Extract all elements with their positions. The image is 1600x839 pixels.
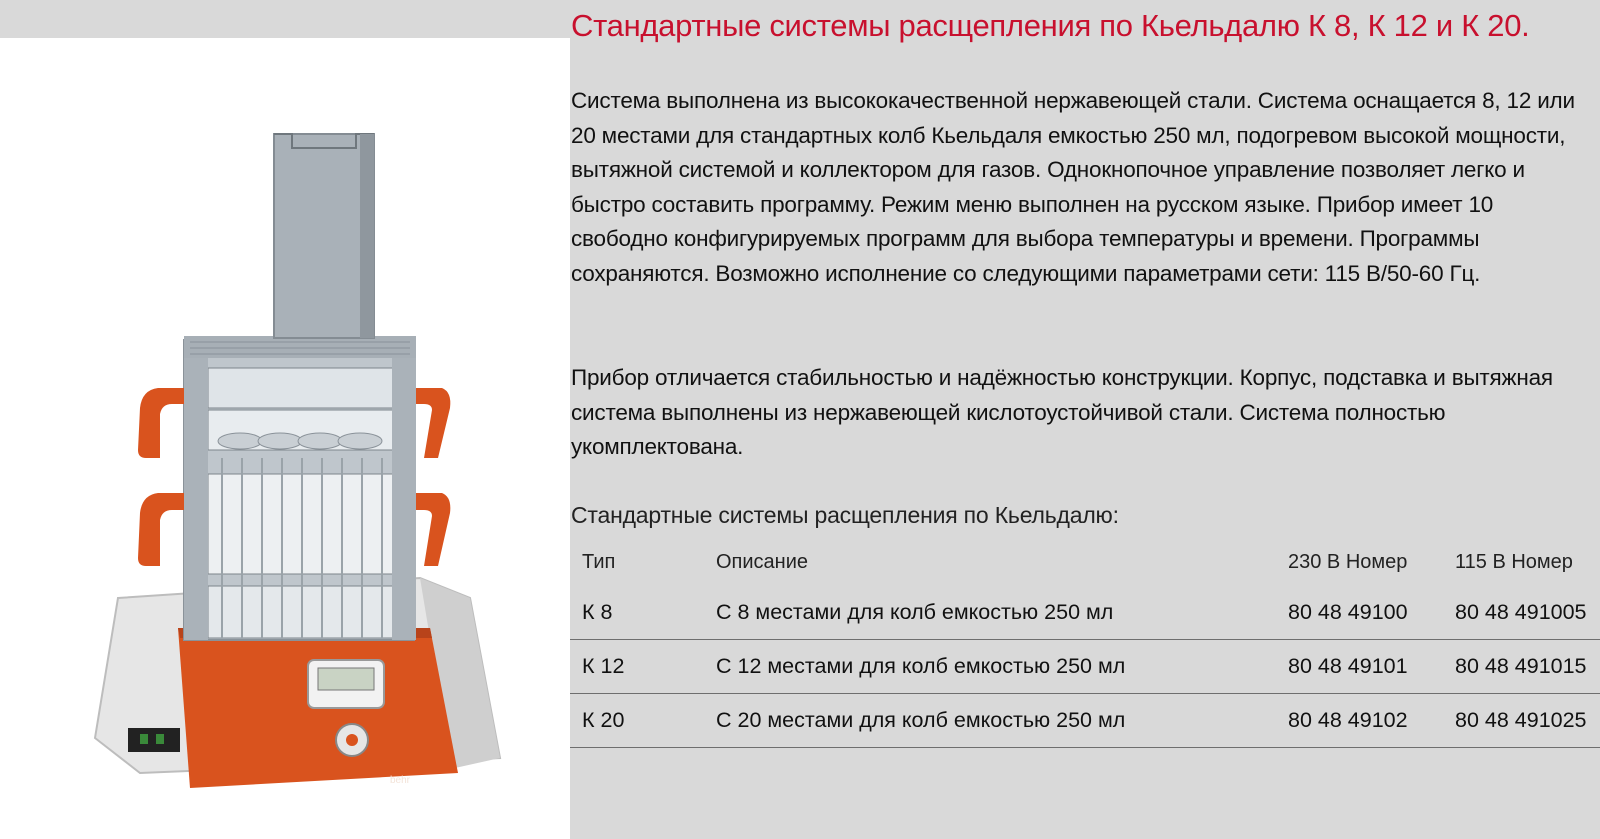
table-header-row: Тип Описание 230 В Номер 115 В Номер: [570, 538, 1600, 586]
table-heading: Стандартные системы расщепления по Кьель…: [571, 502, 1119, 528]
cell-description: С 8 местами для колб емкостью 250 мл: [704, 586, 1276, 640]
description-paragraph: Система выполнена из высококачественной …: [571, 88, 1575, 286]
cell-description: С 20 местами для колб емкостью 250 мл: [704, 693, 1276, 748]
kjeldahl-digestion-unit-icon: behr: [93, 133, 502, 788]
cell-type: К 20: [570, 693, 704, 748]
cell-type: К 12: [570, 639, 704, 694]
product-photo-panel: behr: [0, 38, 570, 839]
construction-paragraph: Прибор отличается стабильностью и надёжн…: [571, 365, 1553, 459]
table-row: К 12 С 12 местами для колб емкостью 250 …: [570, 639, 1600, 694]
cell-115v-number: 80 48 491005: [1443, 586, 1600, 640]
header-115v-number: 115 В Номер: [1455, 550, 1573, 573]
cell-type: К 8: [570, 586, 704, 640]
cell-description: С 12 местами для колб емкостью 250 мл: [704, 639, 1276, 694]
header-type: Тип: [582, 550, 616, 573]
header-description: Описание: [716, 550, 809, 573]
header-230v-number: 230 В Номер: [1288, 550, 1408, 573]
cell-230v-number: 80 48 49102: [1276, 693, 1443, 748]
content-area: Стандартные системы расщепления по Кьель…: [570, 0, 1600, 839]
cell-115v-number: 80 48 491025: [1443, 693, 1600, 748]
cell-115v-number: 80 48 491015: [1443, 639, 1600, 694]
product-table: Тип Описание 230 В Номер 115 В Номер К 8…: [570, 538, 1600, 748]
brand-label: behr: [390, 775, 411, 786]
page-title: Стандартные системы расщепления по Кьель…: [571, 8, 1530, 43]
table-row: К 20 С 20 местами для колб емкостью 250 …: [570, 693, 1600, 748]
cell-230v-number: 80 48 49100: [1276, 586, 1443, 640]
cell-230v-number: 80 48 49101: [1276, 639, 1443, 694]
table-row: К 8 С 8 местами для колб емкостью 250 мл…: [570, 586, 1600, 640]
